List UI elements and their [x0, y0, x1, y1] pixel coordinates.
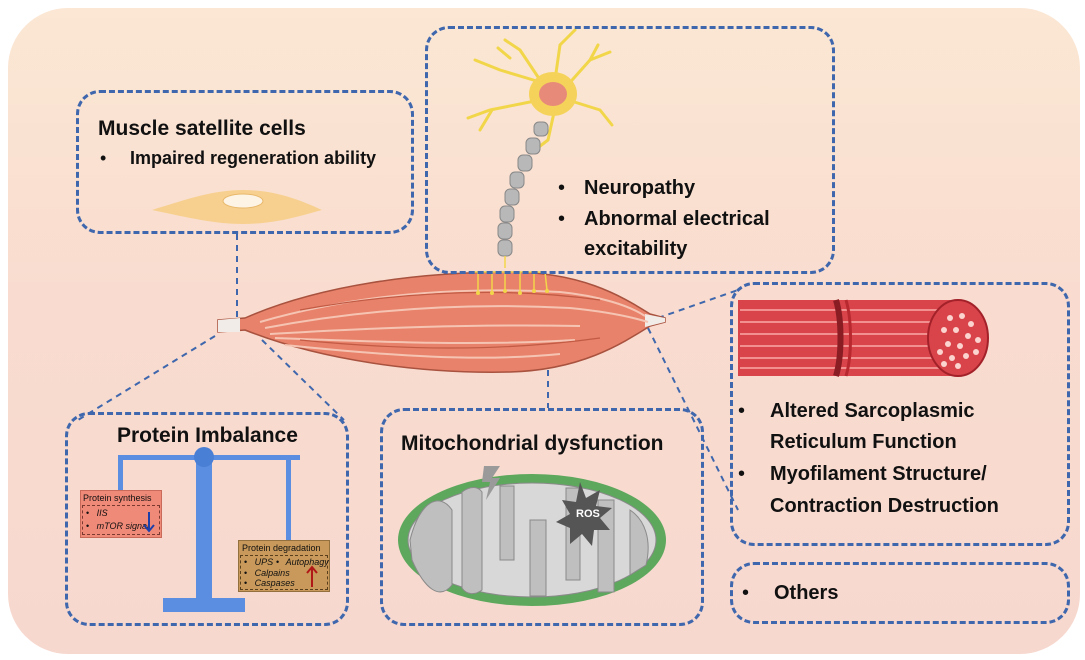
degradation-item-3-text: Calpains	[255, 568, 290, 578]
bullet-symbol: •	[86, 521, 89, 531]
synthesis-item-1-text: IIS	[97, 508, 108, 518]
synthesis-item-1: • IIS	[86, 508, 108, 518]
degradation-item-3: • Calpains	[244, 568, 290, 578]
synthesis-item-2-text: mTOR signal	[97, 521, 149, 531]
neuropathy-text: Neuropathy	[584, 177, 695, 200]
bullet-symbol: •	[244, 557, 247, 567]
degradation-item-1: • UPS	[244, 557, 273, 567]
degradation-item-4-text: Caspases	[255, 578, 295, 588]
sarcoplasmic-text-1: Altered Sarcoplasmic	[770, 400, 975, 423]
bullet-symbol: •	[244, 568, 247, 578]
bullet-symbol: •	[100, 148, 106, 169]
degradation-item-4: • Caspases	[244, 578, 295, 588]
bullet-symbol: •	[742, 582, 749, 605]
satellite-bullet-text: Impaired regeneration ability	[130, 148, 376, 169]
degradation-item-2-text: Autophagy	[286, 557, 329, 567]
protein-degradation-label: Protein degradation	[242, 543, 321, 553]
satellite-cells-title: Muscle satellite cells	[98, 117, 306, 141]
myofilament-text-1: Myofilament Structure/	[770, 463, 987, 486]
myofilament-text-2: Contraction Destruction	[770, 495, 999, 518]
ros-label: ROS	[576, 508, 600, 520]
bullet-symbol: •	[558, 177, 565, 200]
neuropathy-box	[425, 26, 835, 274]
bullet-symbol: •	[558, 208, 565, 231]
bullet-symbol: •	[86, 508, 89, 518]
protein-synthesis-label: Protein synthesis	[83, 493, 152, 503]
electrical-text: Abnormal electrical	[584, 208, 770, 231]
mitochondrial-title: Mitochondrial dysfunction	[401, 432, 664, 456]
bullet-symbol: •	[276, 557, 279, 567]
bullet-symbol: •	[738, 400, 745, 423]
others-text: Others	[774, 582, 838, 605]
degradation-item-2: • Autophagy	[276, 557, 329, 567]
sarcoplasmic-text-2: Reticulum Function	[770, 431, 957, 454]
bullet-symbol: •	[738, 463, 745, 486]
synthesis-item-2: • mTOR signal	[86, 521, 149, 531]
muscle-illustration	[218, 272, 665, 372]
degradation-item-1-text: UPS	[255, 557, 274, 567]
bullet-symbol: •	[244, 578, 247, 588]
excitability-text: excitability	[584, 238, 687, 261]
protein-imbalance-title: Protein Imbalance	[117, 424, 298, 448]
